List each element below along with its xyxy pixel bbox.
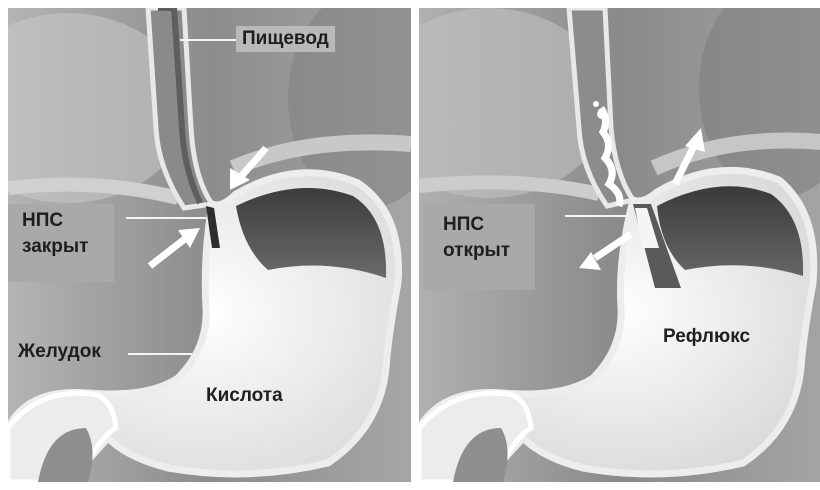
reflux-droplet (597, 109, 607, 119)
les-label-line2: закрыт (22, 234, 106, 260)
stomach-label: Желудок (18, 339, 101, 365)
reflux-label: Рефлюкс (663, 324, 750, 350)
les-closed-label: НПС закрыт (8, 204, 114, 282)
reflux-droplet (593, 101, 599, 107)
les-open-label: НПС открыт (423, 204, 535, 290)
les-label-line2: открыт (443, 238, 527, 264)
les-label-line1: НПС (22, 208, 106, 234)
les-closed-panel: Пищевод НПС закрыт Желудок Кислота (8, 8, 411, 482)
les-leader-line (126, 217, 206, 219)
acid-label: Кислота (206, 383, 283, 409)
esophagus-label: Пищевод (236, 26, 335, 52)
stomach-leader-line (128, 353, 192, 355)
les-leader-line (565, 215, 629, 217)
les-label-line1: НПС (443, 212, 527, 238)
les-open-panel: НПС открыт Рефлюкс (419, 8, 820, 482)
esophagus-leader-line (180, 39, 238, 41)
